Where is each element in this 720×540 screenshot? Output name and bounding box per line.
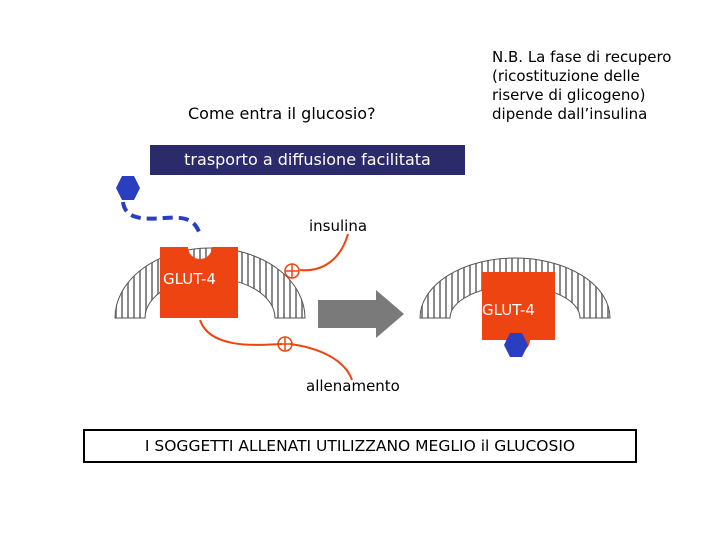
glut4-right-label: GLUT-4 [482, 301, 535, 319]
glut4-left-transporter [160, 247, 238, 318]
recovery-note: N.B. La fase di recupero (ricostituzione… [492, 48, 672, 123]
mechanism-banner [150, 145, 465, 175]
glucose-molecule-bound [504, 333, 528, 357]
insulin-plus-icon [284, 263, 300, 279]
training-label: allenamento [306, 377, 400, 395]
glut4-right-transporter [482, 272, 555, 352]
insulin-signal-curve [299, 233, 349, 272]
conclusion-box: I SOGGETTI ALLENATI UTILIZZANO MEGLIO il… [83, 429, 637, 463]
training-signal-curve [199, 319, 353, 381]
transition-arrow [318, 290, 404, 338]
mechanism-label: trasporto a diffusione facilitata [184, 150, 431, 169]
training-plus-icon [277, 336, 293, 352]
question-title: Come entra il glucosio? [188, 104, 376, 123]
glut4-left-label: GLUT-4 [163, 270, 216, 288]
glucose-path-dashed [121, 201, 202, 235]
glucose-molecule-free [116, 176, 140, 200]
insulin-label: insulina [309, 217, 368, 235]
